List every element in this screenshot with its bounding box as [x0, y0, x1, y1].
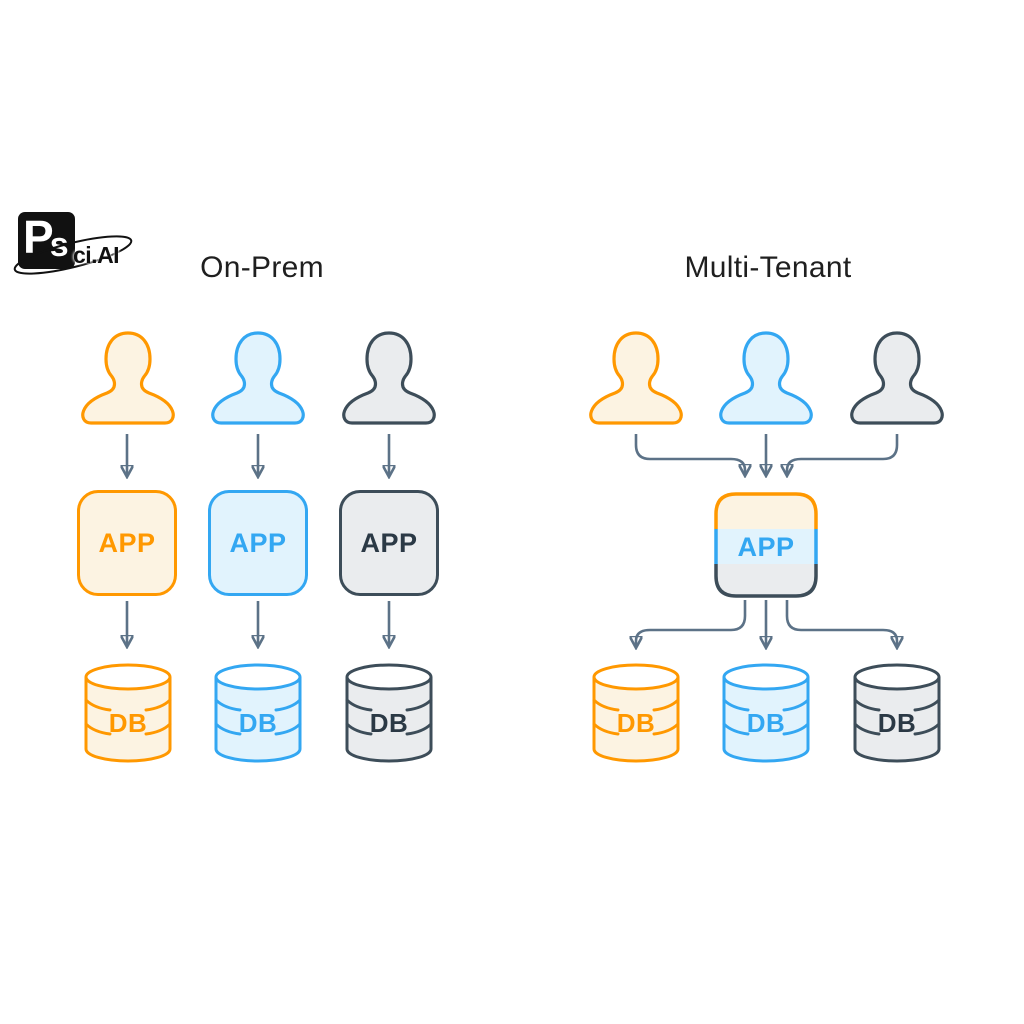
app-box-blue: APP	[208, 490, 308, 596]
db-label: DB	[239, 708, 278, 738]
onprem-title: On-Prem	[200, 251, 324, 284]
db-label: DB	[370, 708, 409, 738]
database-cylinder-icon: DB	[345, 663, 433, 763]
db-label: DB	[747, 708, 786, 738]
logo-letter-s: s	[49, 226, 69, 264]
db-label: DB	[617, 708, 656, 738]
app-label: APP	[98, 527, 156, 558]
app-label: APP	[737, 532, 794, 562]
user-silhouette-icon	[81, 331, 175, 425]
user-silhouette-icon	[589, 331, 683, 425]
app-box-orange: APP	[77, 490, 177, 596]
database-cylinder-icon: DB	[84, 663, 172, 763]
logo-mark: P s	[18, 212, 75, 269]
user-silhouette-icon	[719, 331, 813, 425]
logo-suffix: ci.AI	[73, 242, 120, 268]
logo: P s ci.AI	[13, 209, 148, 275]
arrow-converge-left	[634, 434, 745, 474]
app-box-gray: APP	[339, 490, 439, 596]
user-silhouette-icon	[211, 331, 305, 425]
user-silhouette-icon	[850, 331, 944, 425]
arrow-converge-right	[787, 434, 899, 474]
database-cylinder-icon: DB	[592, 663, 680, 763]
shared-app-box: APP	[714, 492, 818, 598]
user-silhouette-icon	[342, 331, 436, 425]
arrow-diverge-left	[636, 600, 747, 646]
database-cylinder-icon: DB	[722, 663, 810, 763]
db-label: DB	[878, 708, 917, 738]
app-label: APP	[229, 527, 287, 558]
database-cylinder-icon: DB	[214, 663, 302, 763]
db-label: DB	[109, 708, 148, 738]
arrow-diverge-right	[785, 600, 897, 646]
orbit-ellipse-icon	[13, 235, 133, 275]
multitenant-title: Multi-Tenant	[684, 251, 852, 284]
app-label: APP	[360, 527, 418, 558]
database-cylinder-icon: DB	[853, 663, 941, 763]
app-stripes	[716, 494, 816, 596]
